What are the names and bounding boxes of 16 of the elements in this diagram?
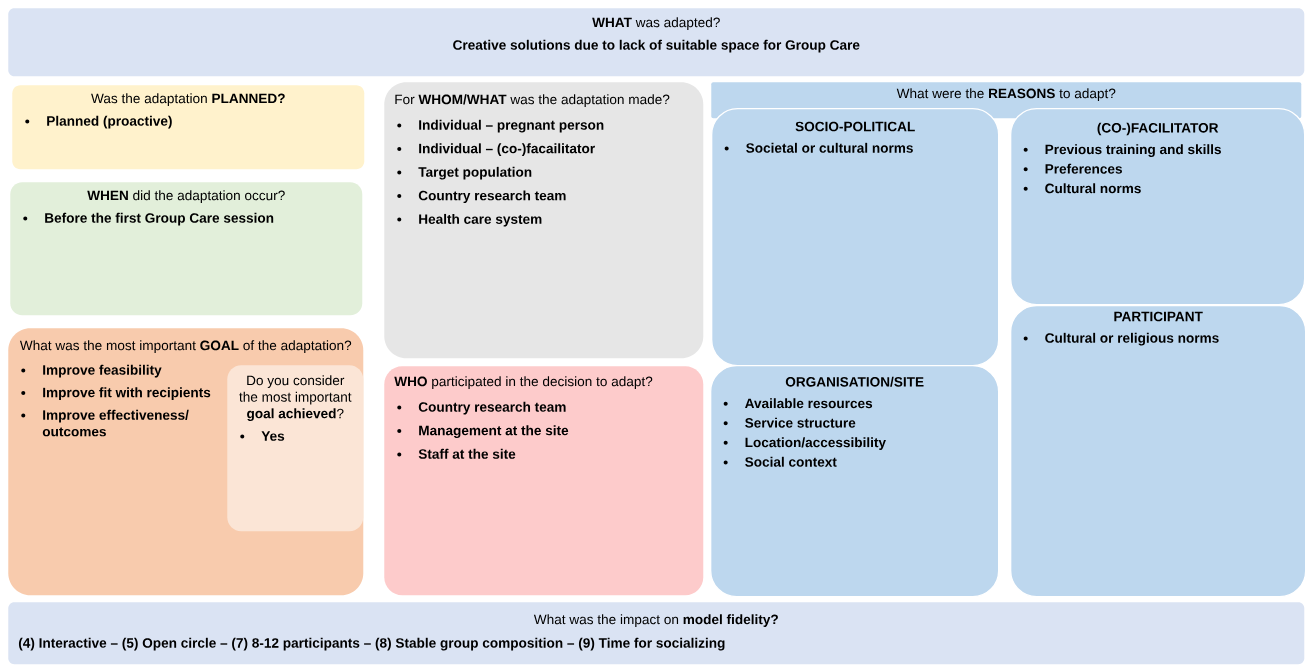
node-label: Preferences — [1045, 163, 1122, 174]
node-label: What were the REASONS to adapt? — [896, 88, 1116, 101]
question-card: Was the adaptation PLANNED? Planned (proactive) — [12, 85, 365, 170]
footer-panel: What was the impact on model fidelity? (4) Interactive – (5) Open circle – (7) 8-12 participants – (8) Stable group composition – (9) Time for socializing — [8, 602, 1305, 665]
node-label: Cultural norms — [1045, 183, 1141, 194]
node-label: (CO-)FACILITATOR — [1097, 122, 1219, 136]
reason-card: (CO-)FACILITATOR Previous training and skills Preferences Cultural norms — [1010, 108, 1306, 306]
question-card: Do you consider the most important goal achieved? Yes — [227, 365, 364, 532]
reason-card: ORGANISATION/SITE Available resources Service structure Location/accessibility Social context — [710, 365, 1000, 598]
question-card: WHEN did the adaptation occur? Before the first Group Care session — [10, 182, 363, 316]
heading-panel: WHAT was adapted? Creative solutions due to lack of suitable space for Group Care — [8, 8, 1305, 77]
node-label: Previous training and skills — [1045, 144, 1221, 157]
question-card: WHO participated in the decision to adapt? Country research team Management at the site Staff at the site — [384, 366, 704, 596]
question-card: For WHOM/WHAT was the adaptation made? Individual – pregnant person Individual – (co-)facailitator Target population Country research team Health care system — [384, 82, 704, 359]
reason-card: PARTICIPANT Cultural or religious norms — [1010, 305, 1306, 598]
reason-card: SOCIO-POLITICAL Societal or cultural norms — [711, 108, 1000, 367]
